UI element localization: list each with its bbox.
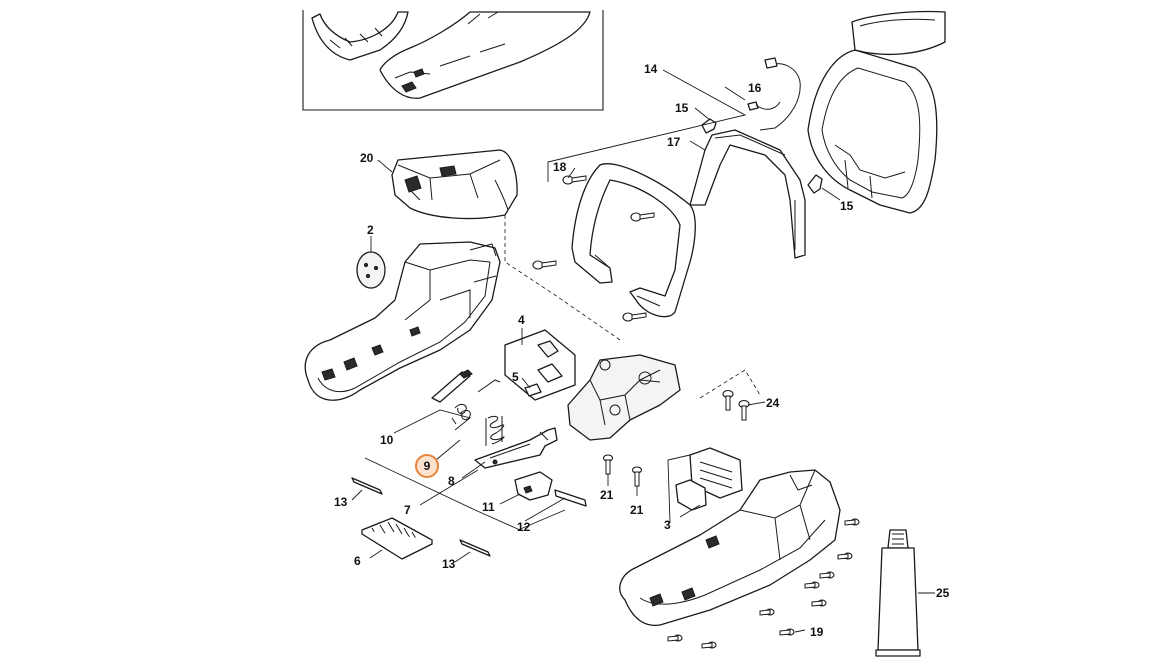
part-10-lever — [431, 369, 501, 403]
part-11-latch — [514, 471, 553, 501]
callout-13-upper: 13 — [334, 495, 348, 509]
screw-21 — [602, 454, 643, 487]
callout-24: 24 — [766, 396, 780, 410]
callout-14: 14 — [644, 62, 658, 76]
inset-housing-right — [379, 11, 591, 99]
screws-19 — [667, 518, 860, 649]
part-15-clip-lower — [807, 174, 823, 194]
part-16-cable — [747, 57, 801, 131]
inset-detail — [302, 10, 604, 111]
callout-9[interactable]: 9 — [424, 459, 431, 473]
callout-8: 8 — [448, 474, 455, 488]
part-3-filter-lower — [675, 479, 707, 511]
callout-12: 12 — [517, 520, 531, 534]
part-6-grille — [361, 517, 433, 560]
callout-7: 7 — [404, 503, 411, 517]
part-20-cover — [391, 149, 518, 220]
callout-18: 18 — [553, 160, 567, 174]
callout-10: 10 — [380, 433, 394, 447]
callout-4: 4 — [518, 313, 525, 327]
part-12-pin — [554, 489, 587, 507]
inset-housing-left — [311, 11, 409, 61]
part-2-disc — [356, 251, 386, 289]
left-housing — [304, 241, 501, 401]
screw-24 — [722, 389, 750, 421]
callout-13-lower: 13 — [442, 557, 456, 571]
part-25-grease-tube — [875, 529, 921, 657]
part-17-bumper — [689, 129, 806, 259]
compression-spring — [485, 415, 505, 446]
callout-2: 2 — [367, 223, 374, 237]
assembly-guides — [504, 215, 761, 399]
callout-19: 19 — [810, 625, 824, 639]
callout-16: 16 — [748, 81, 762, 95]
callout-3: 3 — [664, 518, 671, 532]
part-14-rear-handle — [807, 10, 946, 214]
callout-11: 11 — [482, 500, 495, 514]
callout-17: 17 — [667, 135, 681, 149]
callout-21-left: 21 — [600, 488, 614, 502]
handle-screws — [532, 175, 655, 322]
callout-9-highlight[interactable]: 9 — [415, 454, 439, 478]
part-9-spring — [451, 403, 471, 425]
callout-6: 6 — [354, 554, 361, 568]
part-4-switch-box — [504, 329, 576, 401]
callouts: 14 16 15 17 18 15 20 2 4 5 24 10 8 21 21… — [334, 62, 950, 639]
part-15-clip-upper — [701, 118, 717, 134]
part-13-strip-upper — [351, 477, 383, 495]
callout-15-lower: 15 — [840, 199, 854, 213]
part-18-handle-loop — [571, 163, 696, 318]
leader-lines — [351, 69, 935, 633]
part-8-slide — [474, 427, 558, 469]
callout-20: 20 — [360, 151, 374, 165]
callout-15-upper: 15 — [675, 101, 689, 115]
callout-21-right: 21 — [630, 503, 644, 517]
callout-25: 25 — [936, 586, 950, 600]
callout-5: 5 — [512, 370, 519, 384]
part-13-strip-lower — [459, 539, 491, 557]
lower-housing — [619, 469, 841, 626]
gearbox-housing — [567, 354, 681, 441]
